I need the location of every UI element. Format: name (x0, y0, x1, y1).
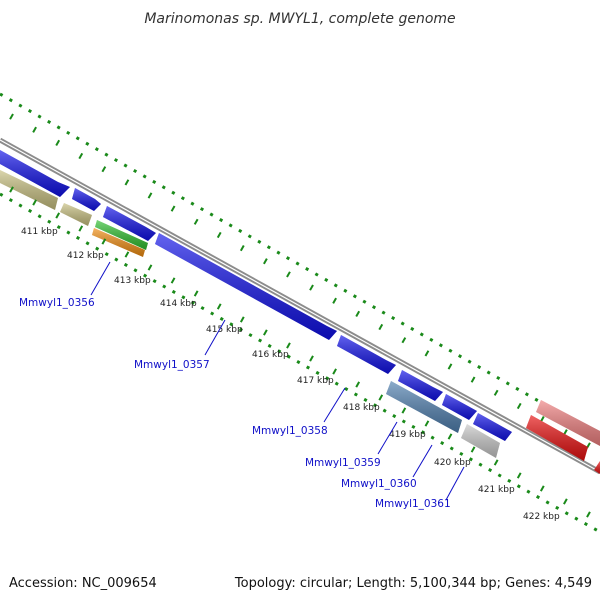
feature-shade (95, 220, 148, 250)
skew-tick (78, 152, 84, 160)
skew-tick (424, 350, 430, 357)
feature-shade (594, 461, 600, 474)
skew-tick (493, 389, 499, 396)
skew-tick (9, 186, 14, 193)
skew-tick (147, 264, 153, 271)
skew-tick (493, 459, 499, 466)
skew-tick (9, 113, 14, 120)
skew-tick (170, 277, 176, 284)
tick-label: 422 kbp (523, 512, 560, 522)
tick-label: 417 kbp (297, 376, 334, 386)
tick-label: 420 kbp (434, 458, 471, 468)
skew-tick (401, 337, 407, 344)
skew-tick (101, 166, 107, 173)
skew-tick (355, 381, 361, 388)
feature-shade (60, 203, 92, 226)
skew-tick (309, 284, 314, 291)
gene-label[interactable]: Mmwyl1_0357 (134, 359, 210, 371)
skew-tick (32, 126, 37, 133)
map-title: Marinomonas sp. MWYL1, complete genome (144, 11, 455, 27)
skew-tick (216, 303, 222, 310)
feature-shade (0, 170, 58, 210)
genome-summary-text: Topology: circular; Length: 5,100,344 bp… (234, 576, 592, 591)
feature-shade (337, 335, 396, 374)
skew-tick (355, 310, 361, 317)
skew-tick (539, 485, 545, 492)
skew-tick (239, 316, 245, 323)
gene-labels: Mmwyl1_0356 Mmwyl1_0357 Mmwyl1_0358 Mmwy… (19, 297, 451, 510)
skew-tick (263, 329, 268, 336)
feature-shade (386, 381, 462, 433)
skew-tick (516, 402, 522, 410)
tick-labels: 411 kbp 412 kbp 413 kbp 414 kbp 415 kbp … (21, 227, 560, 522)
skew-tick (586, 511, 591, 518)
tick-label: 412 kbp (67, 251, 104, 261)
feature-shade (461, 424, 500, 458)
tick-label: 421 kbp (478, 485, 515, 495)
skew-tick (263, 258, 268, 265)
skew-tick (193, 290, 199, 297)
skew-tick (286, 271, 291, 278)
skew-tick (286, 342, 291, 349)
feature-shade (526, 415, 588, 461)
inner-skew-ticks (9, 186, 591, 518)
tick-label: 411 kbp (21, 227, 58, 237)
tick-label: 418 kbp (343, 403, 380, 413)
outer-skew-ticks (9, 113, 591, 449)
skew-tick (147, 192, 153, 199)
skew-tick (516, 472, 522, 479)
feature-shade (473, 413, 512, 441)
gene-label[interactable]: Mmwyl1_0356 (19, 297, 95, 309)
skew-tick (470, 446, 476, 453)
skew-tick (216, 231, 222, 239)
feature-shade (398, 370, 443, 401)
feature-shade (0, 150, 70, 197)
skew-tick (332, 368, 337, 375)
skew-tick (101, 238, 107, 245)
skew-tick (55, 212, 61, 219)
gene-label[interactable]: Mmwyl1_0360 (341, 478, 417, 490)
skew-tick (193, 218, 199, 225)
feature-shade (103, 206, 156, 241)
feature-shade (155, 233, 337, 340)
gene-label[interactable]: Mmwyl1_0359 (305, 457, 381, 469)
skew-tick (332, 297, 337, 304)
gene-label[interactable]: Mmwyl1_0358 (252, 425, 328, 437)
skew-tick (124, 179, 130, 186)
gene-leader-lines (90, 261, 465, 501)
feature-shade (92, 228, 145, 257)
tick-label: 413 kbp (114, 276, 151, 286)
feature-shade (536, 400, 600, 446)
skew-tick (239, 245, 245, 252)
tick-label: 415 kbp (206, 325, 243, 335)
skew-tick (447, 363, 453, 370)
skew-tick (55, 139, 61, 146)
feature-shade (442, 394, 477, 420)
skew-tick (309, 355, 314, 362)
accession-text: Accession: NC_009654 (9, 576, 157, 591)
skew-tick (378, 394, 384, 401)
skew-tick (124, 251, 130, 258)
inner-dotted-ring (0, 192, 600, 534)
skew-tick (32, 199, 37, 206)
skew-tick (563, 498, 568, 505)
skew-tick (78, 225, 84, 232)
tick-label: 419 kbp (389, 430, 426, 440)
feature-shading (0, 150, 600, 474)
gene-label[interactable]: Mmwyl1_0361 (375, 498, 451, 510)
skew-tick (424, 420, 430, 427)
feature-shade (72, 188, 101, 211)
tick-label: 416 kbp (252, 350, 289, 360)
skew-tick (447, 433, 453, 440)
skew-tick (470, 376, 476, 383)
skew-tick (170, 205, 176, 212)
skew-tick (401, 407, 407, 414)
genome-backbone-inner (0, 139, 600, 473)
tick-label: 414 kbp (160, 299, 197, 309)
skew-tick (378, 323, 384, 331)
